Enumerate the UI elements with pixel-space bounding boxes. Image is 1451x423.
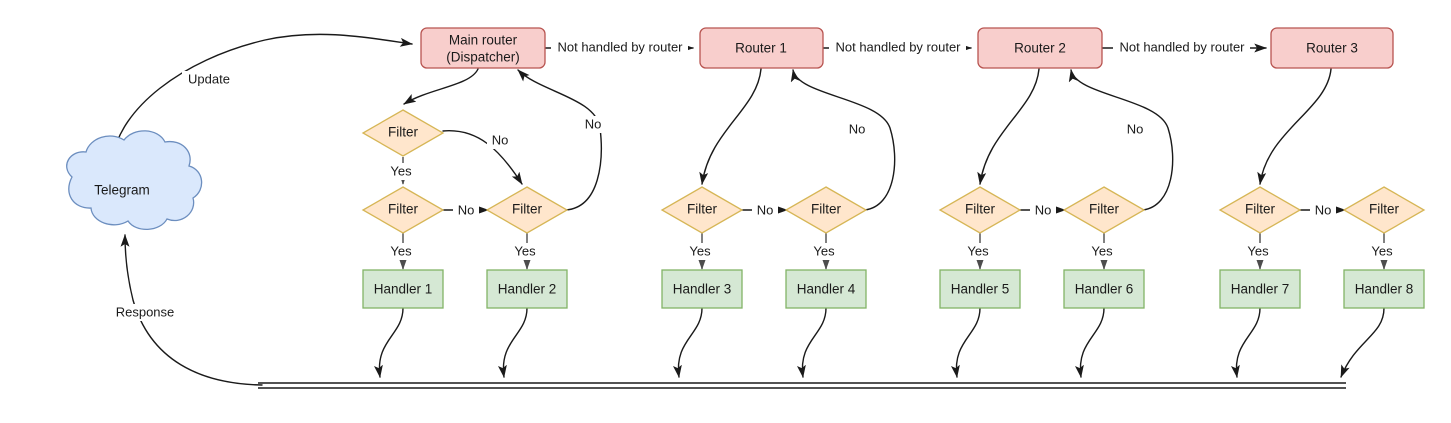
router-2-box — [977, 27, 1103, 69]
edge-handler-8-to-bus — [1340, 307, 1385, 378]
handler-1-box — [362, 269, 444, 309]
handler-1-node[interactable]: Handler 1 — [362, 269, 444, 309]
edge-router-1-to-filter-1 — [699, 68, 762, 185]
edge-handler-6-to-bus — [1074, 307, 1105, 378]
handler-5-node[interactable]: Handler 5 — [939, 269, 1021, 309]
handler-8-node[interactable]: Handler 8 — [1343, 269, 1425, 309]
handler-3-box — [661, 269, 743, 309]
label-no-filter-b: No — [453, 202, 479, 219]
label-no-filter-a: No — [487, 132, 513, 149]
edge-filter-2-no-to-router-1 — [790, 69, 896, 211]
edge-handler-5-to-bus — [950, 307, 981, 378]
router-3-node[interactable]: Router 3 — [1270, 27, 1394, 69]
label-no-filter-4: No — [1122, 121, 1148, 138]
filter-c-node[interactable]: Filter — [485, 186, 569, 234]
handler-2-node[interactable]: Handler 2 — [486, 269, 568, 309]
router-2-node[interactable]: Router 2 — [977, 27, 1103, 69]
handler-8-box — [1343, 269, 1425, 309]
router-3-box — [1270, 27, 1394, 69]
cloud-icon — [66, 130, 203, 231]
handler-3-node[interactable]: Handler 3 — [661, 269, 743, 309]
label-yes-filter-2: Yes — [807, 243, 841, 260]
filter-b-node[interactable]: Filter — [361, 186, 445, 234]
handler-7-box — [1219, 269, 1301, 309]
filter-3-diamond — [938, 186, 1022, 234]
label-not-handled-2: Not handled by router — [829, 39, 966, 56]
handler-4-box — [785, 269, 867, 309]
edge-filter-4-no-to-router-2 — [1068, 69, 1174, 211]
label-yes-filter-1: Yes — [683, 243, 717, 260]
filter-a-diamond — [361, 109, 445, 157]
filter-3-node[interactable]: Filter — [938, 186, 1022, 234]
label-yes-filter-c: Yes — [508, 243, 542, 260]
handler-6-box — [1063, 269, 1145, 309]
edge-router-3-to-filter-5 — [1257, 68, 1332, 185]
filter-a-node[interactable]: Filter — [361, 109, 445, 157]
label-yes-filter-6: Yes — [1365, 243, 1399, 260]
label-yes-filter-4: Yes — [1085, 243, 1119, 260]
handler-4-node[interactable]: Handler 4 — [785, 269, 867, 309]
edge-handler-3-to-bus — [672, 307, 703, 378]
edge-handler-4-to-bus — [796, 307, 827, 378]
edge-mainrouter-to-filter-a — [403, 68, 479, 105]
edge-handler-2-to-bus — [497, 307, 528, 378]
filter-6-diamond — [1342, 186, 1426, 234]
label-yes-filter-a: Yes — [384, 163, 418, 180]
edge-handler-7-to-bus — [1230, 307, 1261, 378]
filter-c-diamond — [485, 186, 569, 234]
handler-2-box — [486, 269, 568, 309]
edge-router-2-to-filter-3 — [977, 68, 1040, 185]
filter-4-node[interactable]: Filter — [1062, 186, 1146, 234]
label-yes-filter-3: Yes — [961, 243, 995, 260]
handler-6-node[interactable]: Handler 6 — [1063, 269, 1145, 309]
filter-5-diamond — [1218, 186, 1302, 234]
filter-5-node[interactable]: Filter — [1218, 186, 1302, 234]
filter-6-node[interactable]: Filter — [1342, 186, 1426, 234]
label-no-filter-5: No — [1310, 202, 1336, 219]
main-router-box — [420, 27, 546, 69]
filter-b-diamond — [361, 186, 445, 234]
filter-4-diamond — [1062, 186, 1146, 234]
telegram-cloud-node[interactable]: Telegram — [66, 130, 203, 231]
label-yes-filter-5: Yes — [1241, 243, 1275, 260]
handler-7-node[interactable]: Handler 7 — [1219, 269, 1301, 309]
label-not-handled-3: Not handled by router — [1113, 39, 1250, 56]
label-response: Response — [109, 304, 181, 321]
filter-1-diamond — [660, 186, 744, 234]
label-no-filter-2: No — [844, 121, 870, 138]
edge-update — [112, 33, 413, 158]
filter-2-diamond — [784, 186, 868, 234]
label-update: Update — [182, 71, 236, 88]
edge-handler-1-to-bus — [373, 307, 404, 378]
handler-5-box — [939, 269, 1021, 309]
label-no-filter-1: No — [752, 202, 778, 219]
main-router-node[interactable]: Main router (Dispatcher) — [420, 27, 546, 69]
filter-1-node[interactable]: Filter — [660, 186, 744, 234]
filter-2-node[interactable]: Filter — [784, 186, 868, 234]
router-1-box — [699, 27, 824, 69]
router-1-node[interactable]: Router 1 — [699, 27, 824, 69]
label-not-handled-1: Not handled by router — [551, 39, 688, 56]
label-yes-filter-b: Yes — [384, 243, 418, 260]
label-no-filter-c: No — [580, 116, 606, 133]
label-no-filter-3: No — [1030, 202, 1056, 219]
